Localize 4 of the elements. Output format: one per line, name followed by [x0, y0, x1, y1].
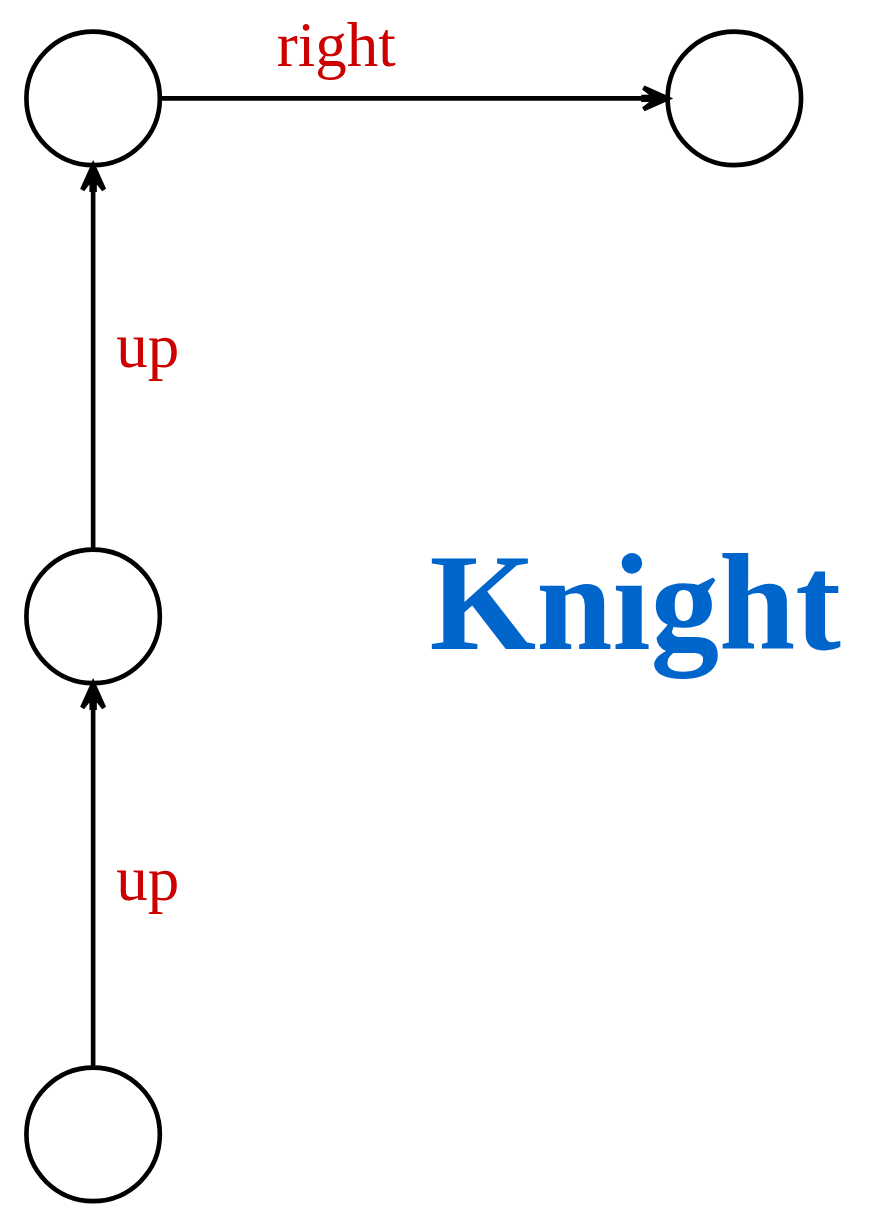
label: Knight	[429, 527, 842, 680]
edge-label: up	[116, 844, 180, 915]
edge-label: up	[116, 310, 180, 381]
edge-label: right	[276, 10, 396, 81]
